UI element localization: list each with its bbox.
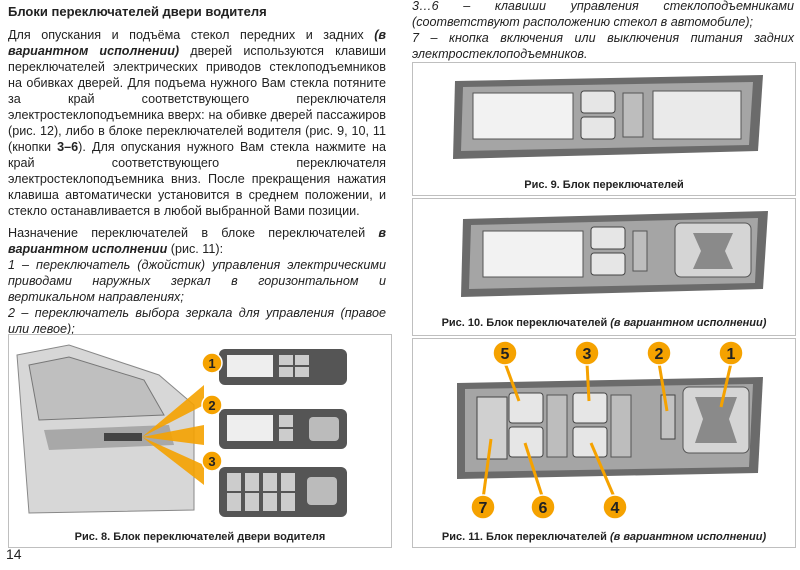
fig11-marker-7: 7 — [479, 500, 488, 517]
figure-9-caption: Рис. 9. Блок переключателей — [524, 179, 684, 191]
figure-8: 1 2 3 Рис. 8. Блок переключателей двери … — [8, 334, 392, 548]
paragraph-switch-purpose: Назначение переключателей в блоке перекл… — [8, 226, 386, 256]
figure-11: 5 3 2 1 7 6 4 Рис. 11. Блок переключател… — [412, 338, 796, 548]
fig11-marker-5: 5 — [501, 346, 510, 363]
figure-10-caption: Рис. 10. Блок переключателей (в вариантн… — [441, 317, 767, 329]
fig11-marker-3: 3 — [583, 346, 592, 363]
list-item-7: 7 – кнопка включения или выключения пита… — [412, 31, 794, 61]
figure-10-illustration — [461, 211, 768, 297]
section-heading: Блоки переключателей двери водителя — [8, 4, 267, 19]
figure-11-caption: Рис. 11. Блок переключателей (в вариантн… — [441, 531, 767, 543]
figure-9: Рис. 9. Блок переключателей — [412, 62, 796, 196]
fig11-marker-1: 1 — [727, 346, 736, 363]
fig11-marker-2: 2 — [655, 346, 664, 363]
left-column: Блоки переключателей двери водителя Для … — [8, 0, 386, 337]
figure-8-caption: Рис. 8. Блок переключателей двери водите… — [74, 531, 326, 543]
page-number: 14 — [6, 546, 22, 562]
fig8-marker-1: 1 — [208, 356, 215, 371]
figure-8-illustration: 1 2 3 — [16, 344, 347, 517]
list-item-1: 1 – переключатель (джойстик) управления … — [8, 258, 386, 304]
right-column: 3…6 – клавиши управления стеклоподъемник… — [412, 0, 794, 62]
list-item-3-6: 3…6 – клавиши управления стеклоподъемник… — [412, 0, 794, 29]
fig11-marker-6: 6 — [539, 500, 548, 517]
fig11-marker-4: 4 — [611, 500, 620, 517]
figure-11-illustration: 5 3 2 1 7 6 4 — [457, 340, 763, 520]
paragraph-window-control: Для опускания и подъёма стекол передних … — [8, 28, 387, 218]
list-item-2: 2 – переключатель выбора зеркала для упр… — [8, 306, 386, 336]
fig8-marker-3: 3 — [208, 454, 215, 469]
figure-10: Рис. 10. Блок переключателей (в вариантн… — [412, 198, 796, 336]
fig8-marker-2: 2 — [208, 398, 215, 413]
figure-9-illustration — [453, 75, 763, 159]
